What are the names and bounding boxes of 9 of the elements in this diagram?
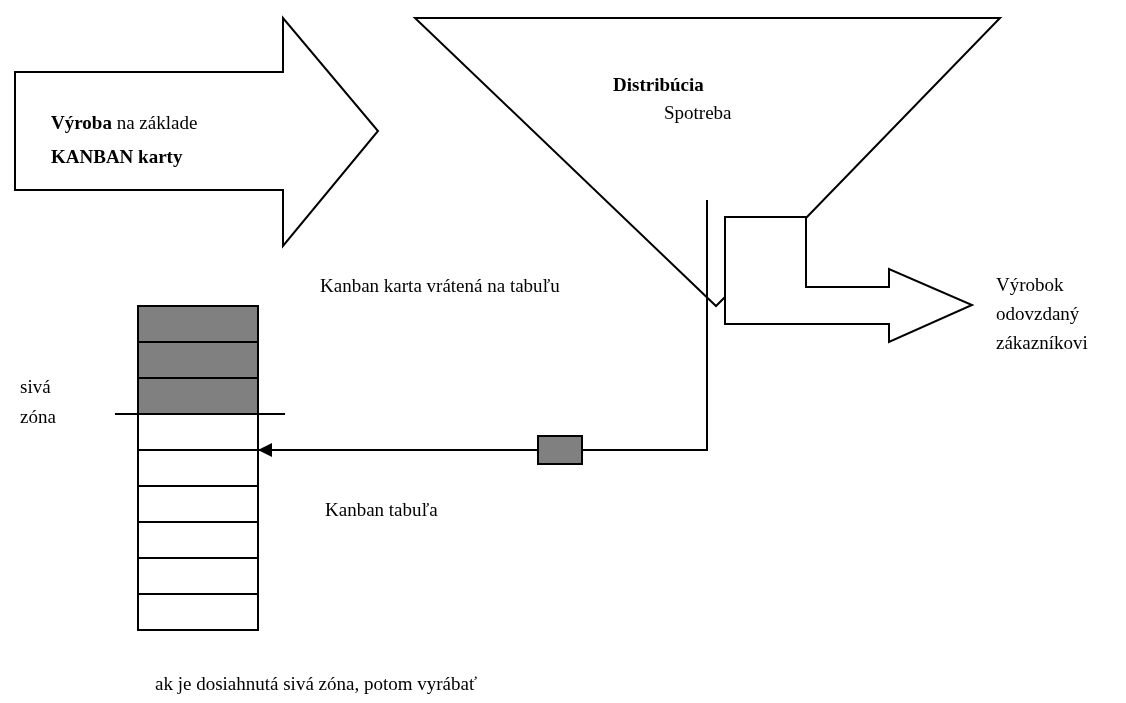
arrow <box>257 443 538 457</box>
body-text: Spotreba <box>664 101 732 125</box>
caption-text: Výrobok odovzdaný zákazníkovi <box>996 273 1089 355</box>
board-label: Kanban tabuľa <box>325 498 438 522</box>
heading-text: Distribúcia <box>613 73 704 97</box>
note-text: ak je dosiahnutá sivá zóna, potom vyrábať <box>155 672 478 696</box>
process-text: Výroba na základe KANBAN karty <box>51 111 199 169</box>
note-text: Kanban karta vrátená na tabuľu <box>320 274 560 298</box>
zone-label: sivá zóna <box>20 375 57 429</box>
